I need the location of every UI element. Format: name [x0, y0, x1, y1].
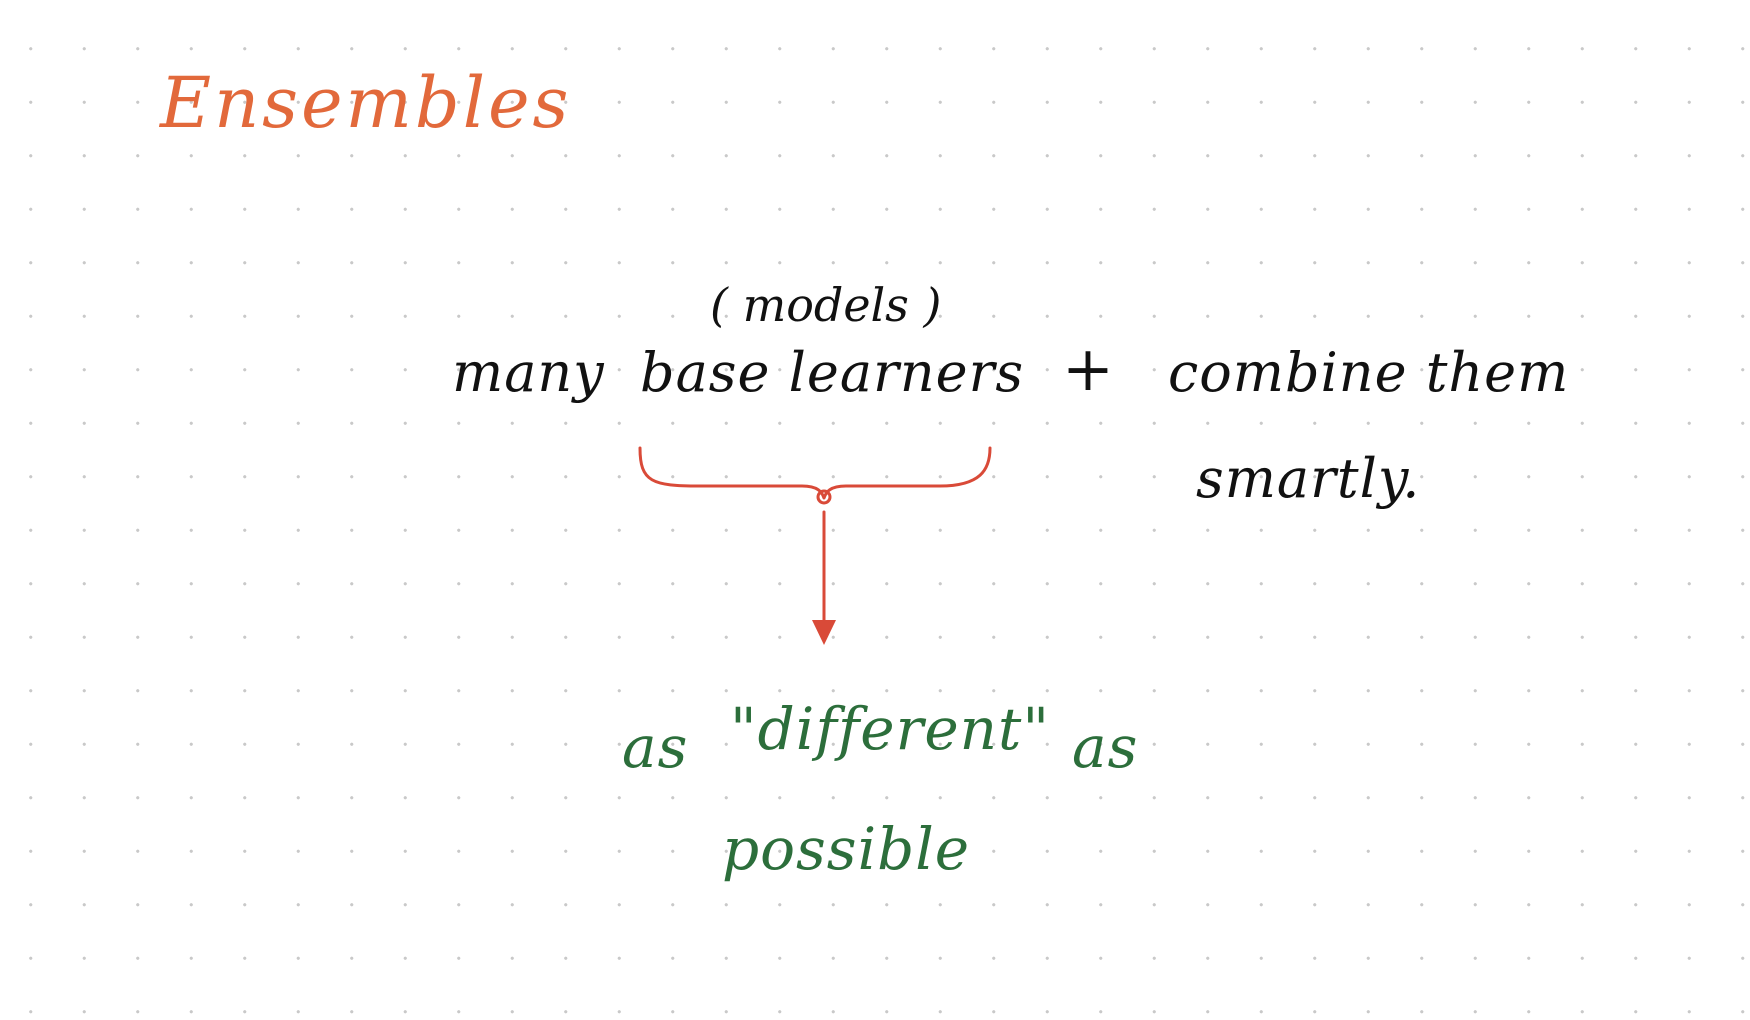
note-title: Ensembles [160, 62, 572, 144]
arrow-head [812, 620, 836, 645]
word-smartly: smartly. [1196, 447, 1421, 510]
curly-brace [638, 446, 992, 500]
annotation-models: ( models ) [710, 278, 942, 332]
phrase-base-learners: base learners [640, 341, 1025, 404]
word-many: many [452, 341, 605, 404]
plus-sign: + [1062, 332, 1115, 405]
emphasis-as-2: as [1072, 713, 1139, 781]
phrase-combine-them: combine them [1168, 341, 1570, 404]
emphasis-as-1: as [622, 713, 689, 781]
emphasis-possible: possible [722, 815, 971, 883]
brace-point [816, 489, 832, 505]
emphasis-different: "different" [730, 695, 1051, 763]
